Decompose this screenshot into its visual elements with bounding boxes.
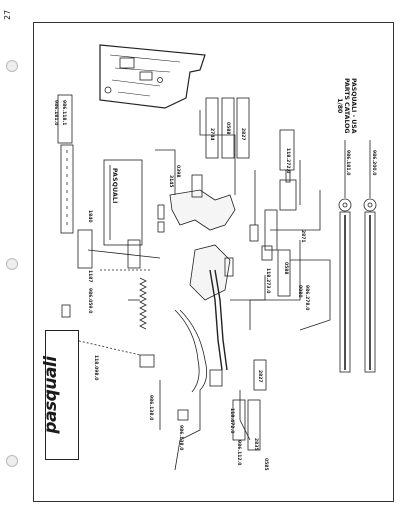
- part-number: 0588: [283, 262, 288, 275]
- part-number: 2871: [300, 230, 305, 243]
- catalog-title: PASQUALI - USA PARTS CATALOG 1/80: [336, 78, 357, 134]
- part-number: 2835: [253, 438, 258, 451]
- panel-brand-text: PASQUALI: [111, 168, 118, 204]
- part-number: 986.112.0: [236, 440, 241, 466]
- title-line-1: PASQUALI - USA: [350, 78, 357, 134]
- part-number: 0080: [297, 285, 302, 298]
- part-number: 0398: [175, 165, 180, 178]
- title-line-3: 1/80: [336, 98, 343, 114]
- part-number: 1187: [87, 270, 92, 283]
- pasquali-logo-box: pasquali: [41, 330, 79, 460]
- part-number: 2827: [240, 128, 245, 141]
- part-number: 0588: [225, 122, 230, 135]
- part-number: 2827: [257, 370, 262, 383]
- part-number: 986.200.0: [371, 150, 376, 176]
- part-number: 986.278.0: [304, 285, 309, 311]
- part-number: 2744: [209, 128, 214, 141]
- part-number: 118.272.0: [285, 148, 290, 174]
- part-number: 986.138.0: [148, 395, 153, 421]
- part-number: 118.472.0: [229, 408, 234, 434]
- control-panel-plate: [99, 44, 206, 109]
- title-line-2: PARTS CATALOG: [343, 78, 350, 134]
- part-number: 118.273.0: [265, 268, 270, 294]
- binder-hole: [6, 60, 18, 72]
- part-number: 118.098.0: [93, 355, 98, 381]
- part-number: 986.181.0: [345, 150, 350, 176]
- binder-hole: [6, 258, 18, 270]
- part-number: 986.138.0: [178, 425, 183, 451]
- part-number: 1840: [87, 210, 92, 223]
- part-number: 986.181.0: [53, 100, 58, 126]
- part-number: 0585: [263, 458, 268, 471]
- part-number: 986.059.0: [87, 288, 92, 314]
- diagram-frame: [33, 22, 394, 502]
- binder-hole: [6, 455, 18, 467]
- part-number: 986.118.1: [61, 100, 66, 126]
- pasquali-logo: pasquali: [41, 356, 61, 434]
- part-number: 3145: [168, 175, 173, 188]
